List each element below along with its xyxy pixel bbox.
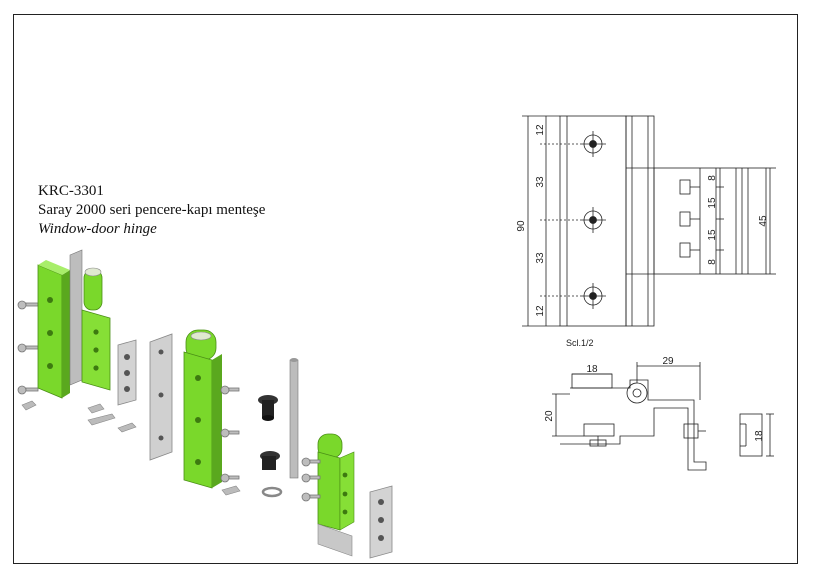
- dim-wing-height: 45: [758, 215, 769, 227]
- wing-plate-left: [117, 339, 137, 406]
- screw: [17, 343, 39, 353]
- screw-group-middle: [220, 385, 240, 483]
- title-block: KRC-3301 Saray 2000 seri pencere-kapı me…: [38, 182, 265, 239]
- product-code: KRC-3301: [38, 183, 104, 199]
- pin-assembly: [258, 358, 299, 498]
- product-name-tr: Saray 2000 seri pencere-kapı menteşe: [38, 202, 266, 218]
- product-name-en: Window-door hinge: [38, 221, 157, 237]
- dim-spacing-lower: 33: [535, 252, 546, 264]
- dim-spacing-upper: 33: [535, 176, 546, 188]
- dim-wing-spacing-upper: 15: [707, 197, 718, 209]
- top-view-profile: [560, 379, 707, 471]
- dim-overall-height: 90: [516, 220, 527, 232]
- screw: [220, 428, 240, 438]
- side-profile: [739, 413, 763, 457]
- hinge-leaf-middle: [183, 329, 222, 489]
- screw: [220, 385, 240, 395]
- dim-width-left: 18: [586, 364, 598, 375]
- dim-width-right: 29: [662, 356, 674, 367]
- screw: [220, 473, 240, 483]
- screw: [17, 385, 39, 395]
- hinge-leaf-right: [317, 433, 355, 557]
- clip-group-middle: [221, 485, 241, 496]
- dim-top-offset: 12: [535, 124, 546, 136]
- dim-wing-offset-bottom: 8: [707, 259, 718, 265]
- screw: [301, 457, 321, 467]
- dim-bottom-offset: 12: [535, 305, 546, 317]
- dim-wing-offset-top: 8: [707, 175, 718, 181]
- dim-profile-height: 18: [754, 430, 765, 442]
- leaf-holes: [580, 131, 606, 309]
- screw: [301, 473, 321, 483]
- scale-label: Scl.1/2: [566, 338, 594, 348]
- screw-group-right: [301, 457, 321, 502]
- dim-depth: 20: [544, 410, 555, 422]
- wing-screws: [679, 179, 700, 258]
- wing-plate-right: [369, 485, 393, 559]
- hinge-leaf-left: [37, 249, 111, 399]
- clip-group-left: [21, 400, 137, 433]
- screw: [301, 492, 321, 502]
- front-view-wing: [653, 167, 767, 275]
- dim-wing-spacing-lower: 15: [707, 229, 718, 241]
- long-plate: [149, 333, 173, 461]
- drawing-frame: [13, 14, 798, 564]
